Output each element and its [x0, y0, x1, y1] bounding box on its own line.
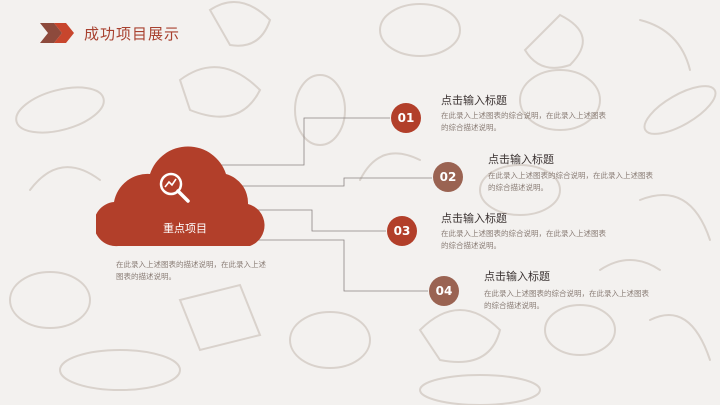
double-chevron-icon	[40, 23, 74, 43]
item-number-2: 02	[433, 162, 463, 192]
item-number-1: 01	[391, 103, 421, 133]
center-label: 重点项目	[163, 222, 207, 235]
item-number-3: 03	[387, 216, 417, 246]
item-desc-4: 在此录入上述图表的综合说明，在此录入上述图表的综合描述说明。	[484, 289, 649, 310]
center-description: 在此录入上述图表的描述说明，在此录入上述图表的描述说明。	[116, 260, 266, 281]
item-title-3: 点击输入标题	[441, 212, 507, 225]
item-desc-1: 在此录入上述图表的综合说明，在此录入上述图表的综合描述说明。	[441, 111, 606, 132]
item-desc-3: 在此录入上述图表的综合说明，在此录入上述图表的综合描述说明。	[441, 229, 606, 250]
item-title-1: 点击输入标题	[441, 94, 507, 107]
search-analytics-icon	[159, 172, 190, 203]
item-title-4: 点击输入标题	[484, 270, 550, 283]
item-desc-2: 在此录入上述图表的综合说明，在此录入上述图表的综合描述说明。	[488, 171, 653, 192]
item-title-2: 点击输入标题	[488, 153, 554, 166]
cloud-shape	[96, 146, 265, 247]
page-title: 成功项目展示	[84, 24, 181, 43]
item-number-4: 04	[429, 276, 459, 306]
header: 成功项目展示	[40, 22, 180, 44]
